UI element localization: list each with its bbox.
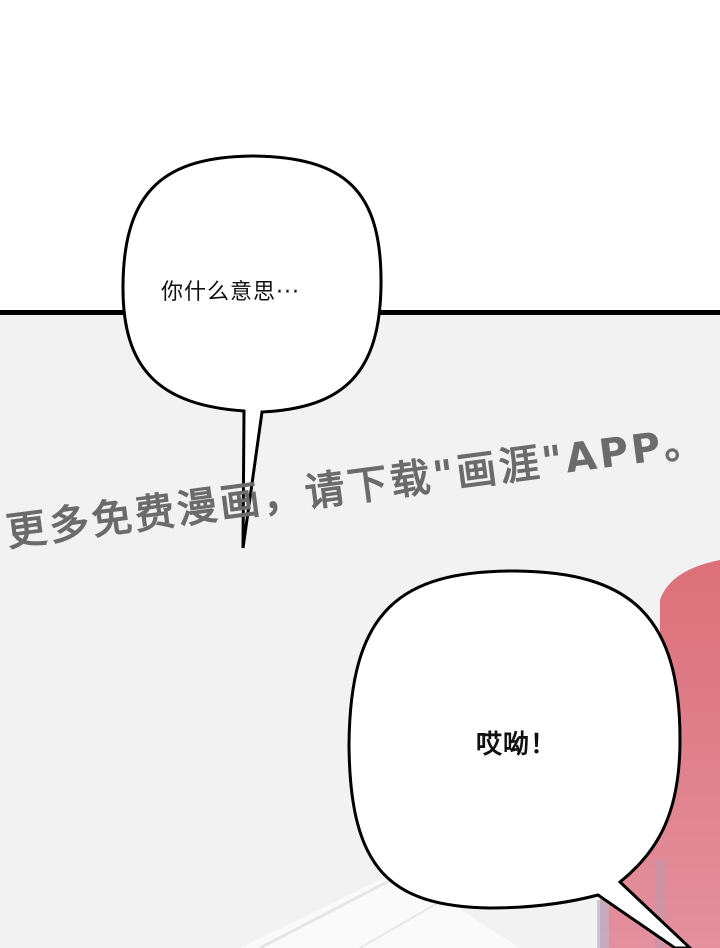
speech-bubble-2-shape <box>347 569 693 948</box>
speech-bubble-1-shape <box>121 154 383 549</box>
speech-bubble-1-text: 你什么意思··· <box>161 280 300 305</box>
speech-bubble-2-text: 哎呦！ <box>476 730 558 760</box>
